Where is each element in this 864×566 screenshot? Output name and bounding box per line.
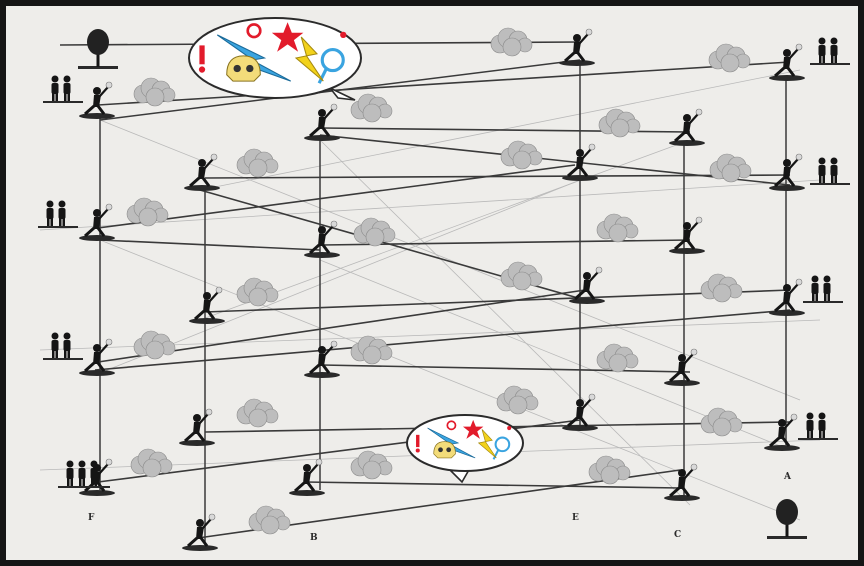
- smoke-puff: [134, 331, 175, 359]
- tree-icon: [767, 499, 807, 539]
- skull-icon: [227, 56, 261, 81]
- signal-line: [305, 482, 680, 488]
- signal-figure: [664, 464, 700, 501]
- smoke-puff: [501, 262, 542, 290]
- watcher-group: [38, 201, 78, 229]
- signal-figure: [669, 217, 705, 254]
- smoke-puff: [134, 78, 175, 106]
- smoke-puff: [597, 344, 638, 372]
- signal-figures: [79, 29, 805, 551]
- smoke-puff: [351, 336, 392, 364]
- watcher-group: [43, 76, 83, 104]
- skull-icon: [434, 442, 456, 458]
- thought-bubble: [189, 18, 361, 100]
- signal-figure: [184, 154, 220, 191]
- watcher-group: [810, 158, 850, 186]
- smoke-puff: [237, 399, 278, 427]
- tree-icon: [78, 29, 118, 69]
- smoke-puff: [351, 94, 392, 122]
- smoke-puff: [599, 109, 640, 137]
- signal-figure: [769, 154, 805, 191]
- signal-figure: [669, 109, 705, 146]
- smoke-puff: [497, 386, 538, 414]
- signal-figure: [304, 104, 340, 141]
- smoke-puff: [351, 451, 392, 479]
- signal-figure: [304, 221, 340, 258]
- smoke-puff: [597, 214, 638, 242]
- signal-figure: [79, 339, 115, 376]
- watcher-group: [810, 38, 850, 66]
- signal-line: [98, 165, 575, 228]
- column-letter-e: E: [572, 513, 579, 523]
- column-letter-f: F: [88, 513, 95, 523]
- signal-figure: [764, 414, 800, 451]
- column-letter-a: A: [784, 472, 791, 482]
- exclamation-icon: [199, 45, 204, 64]
- smoke-puff: [237, 149, 278, 177]
- watcher-group: [803, 276, 843, 304]
- signal-figure: [79, 204, 115, 241]
- smoke-puff: [701, 408, 742, 436]
- signal-line: [100, 240, 320, 250]
- thought-bubble: [407, 415, 523, 482]
- smoke-puff: [237, 278, 278, 306]
- column-letter-c: C: [674, 530, 682, 540]
- smoke-puff: [131, 449, 172, 477]
- watcher-group: [43, 333, 83, 361]
- signal-figure: [664, 349, 700, 386]
- smoke-puff: [127, 198, 168, 226]
- signal-figure: [79, 82, 115, 119]
- smoke-puff: [701, 274, 742, 302]
- smoke-puff: [491, 28, 532, 56]
- exclamation-icon: [416, 435, 419, 447]
- smoke-puff: [589, 456, 630, 484]
- signal-figure: [179, 409, 215, 446]
- signal-figure: [182, 514, 218, 551]
- smoke-puff: [709, 44, 750, 72]
- signal-figure: [189, 287, 225, 324]
- signal-figure: [559, 29, 595, 66]
- watcher-group: [58, 461, 110, 489]
- watcher-group: [798, 413, 838, 441]
- signal-figure: [769, 279, 805, 316]
- column-letter-b: B: [310, 533, 318, 543]
- signal-figure: [304, 341, 340, 378]
- smoke-puff: [501, 141, 542, 169]
- smoke-puff: [710, 154, 751, 182]
- smoke-puff: [249, 506, 290, 534]
- smoke-puff: [354, 218, 395, 246]
